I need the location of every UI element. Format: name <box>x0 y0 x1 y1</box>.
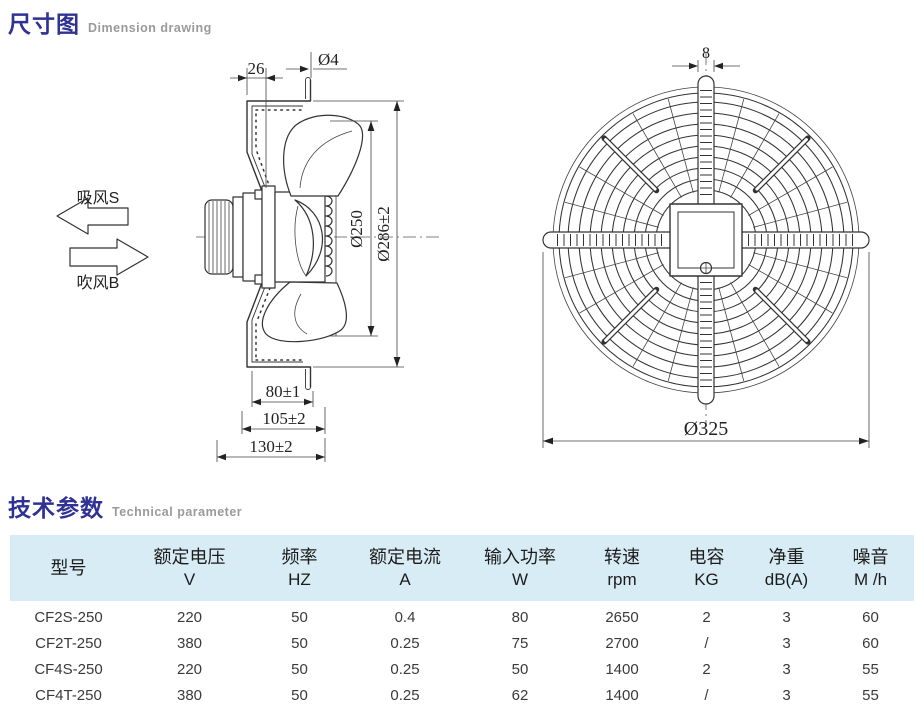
dimension-drawing-canvas: 吸风S 吹风B 26 Ø4 <box>56 45 870 462</box>
cell: CF2S-250 <box>34 608 103 626</box>
dimension-section-title: 尺寸图 Dimension drawing <box>8 5 212 39</box>
cell: 60 <box>862 634 879 652</box>
cell: 2 <box>702 608 711 626</box>
technical-section-title: 技术参数 Technical parameter <box>8 489 242 523</box>
cell: 0.4 <box>394 608 416 626</box>
cell: 0.25 <box>390 634 420 652</box>
spec-table-body: CF2S-250 220 50 0.4 80 2650 2 3 60 CF2T-… <box>10 601 914 708</box>
dim-label-hole-dia: Ø4 <box>318 50 339 69</box>
technical-title-en: Technical parameter <box>112 505 243 519</box>
col-header-model: 型号 <box>50 557 87 578</box>
cell: 2700 <box>605 634 639 652</box>
side-view-dimensions: 26 Ø4 Ø250 Ø286±2 80±1 105±2 130±2 <box>216 50 404 462</box>
front-view-dimensions: 8 Ø325 <box>542 45 870 448</box>
table-row: CF2T-250 380 50 0.25 75 2700 / 3 60 <box>10 630 914 656</box>
dim-label-depth-c: 130±2 <box>249 437 292 456</box>
cell: 55 <box>862 686 879 704</box>
cell: 55 <box>862 660 879 678</box>
cell: 380 <box>176 686 203 704</box>
cell: 3 <box>782 686 791 704</box>
cell: CF2T-250 <box>35 634 102 652</box>
table-row: CF2S-250 220 50 0.4 80 2650 2 3 60 <box>10 604 914 630</box>
cell: 50 <box>291 634 308 652</box>
cell: 2 <box>702 660 711 678</box>
cell: 60 <box>862 608 879 626</box>
airflow-arrows: 吸风S 吹风B <box>56 190 149 292</box>
cell: CF4T-250 <box>35 686 102 704</box>
cell: 50 <box>291 608 308 626</box>
dim-label-plate-dia: Ø286±2 <box>374 206 393 262</box>
dim-label-26: 26 <box>248 59 265 78</box>
guard-diagonal-rods <box>601 135 811 345</box>
fan-blade-upper <box>283 114 364 197</box>
cell: CF4S-250 <box>34 660 103 678</box>
cell: 220 <box>176 660 203 678</box>
cell: 1400 <box>605 660 639 678</box>
fan-blade-lower <box>261 281 348 343</box>
cell: 62 <box>511 686 529 704</box>
guard-radial-wires <box>564 98 848 382</box>
cell: 75 <box>511 634 529 652</box>
cell: 0.25 <box>390 660 420 678</box>
suction-label: 吸风S <box>77 190 120 207</box>
cell: 2650 <box>605 608 639 626</box>
fan-front-view <box>542 52 870 424</box>
cell: 50 <box>291 686 308 704</box>
blow-label: 吹风B <box>77 274 120 292</box>
fan-side-view <box>196 77 442 390</box>
blow-arrow-icon <box>69 238 149 276</box>
cell: / <box>704 634 709 652</box>
table-row: CF4S-250 220 50 0.25 50 1400 2 3 55 <box>10 656 914 682</box>
dim-label-strap-width: 8 <box>702 45 710 62</box>
suction-arrow-icon <box>56 197 129 235</box>
dim-label-depth-a: 80±1 <box>266 382 301 401</box>
dim-label-blade-dia: Ø250 <box>347 210 366 248</box>
cell: / <box>704 686 709 704</box>
dim-label-depth-b: 105±2 <box>262 409 305 428</box>
cell: 50 <box>511 660 529 678</box>
cell: 50 <box>291 660 308 678</box>
cell: 220 <box>176 608 203 626</box>
cell: 0.25 <box>390 686 420 704</box>
table-row: CF4T-250 380 50 0.25 62 1400 / 3 55 <box>10 682 914 708</box>
cell: 3 <box>782 660 791 678</box>
cell: 3 <box>782 634 791 652</box>
cell: 380 <box>176 634 203 652</box>
cell: 3 <box>782 608 791 626</box>
dim-label-guard-dia: Ø325 <box>684 418 728 440</box>
cell: 80 <box>511 608 529 626</box>
technical-title-zh: 技术参数 <box>8 495 104 521</box>
dimension-title-zh: 尺寸图 <box>8 11 80 37</box>
cell: 1400 <box>605 686 639 704</box>
dimension-title-en: Dimension drawing <box>88 21 212 35</box>
